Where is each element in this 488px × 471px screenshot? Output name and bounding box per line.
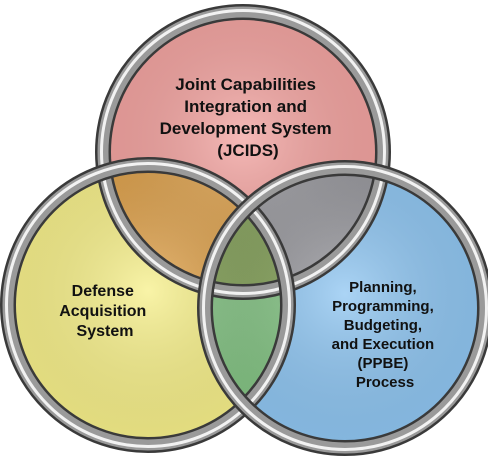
ring-jcids [95, 4, 391, 300]
das-label: Defense Acquisition System [59, 283, 151, 340]
jcids-label: Joint Capabilities Integration and Devel… [160, 75, 337, 160]
ring-ppbe [197, 160, 488, 456]
ppbe-label: Planning, Programming, Budgeting, and Ex… [332, 279, 439, 391]
ring-das [0, 157, 296, 453]
